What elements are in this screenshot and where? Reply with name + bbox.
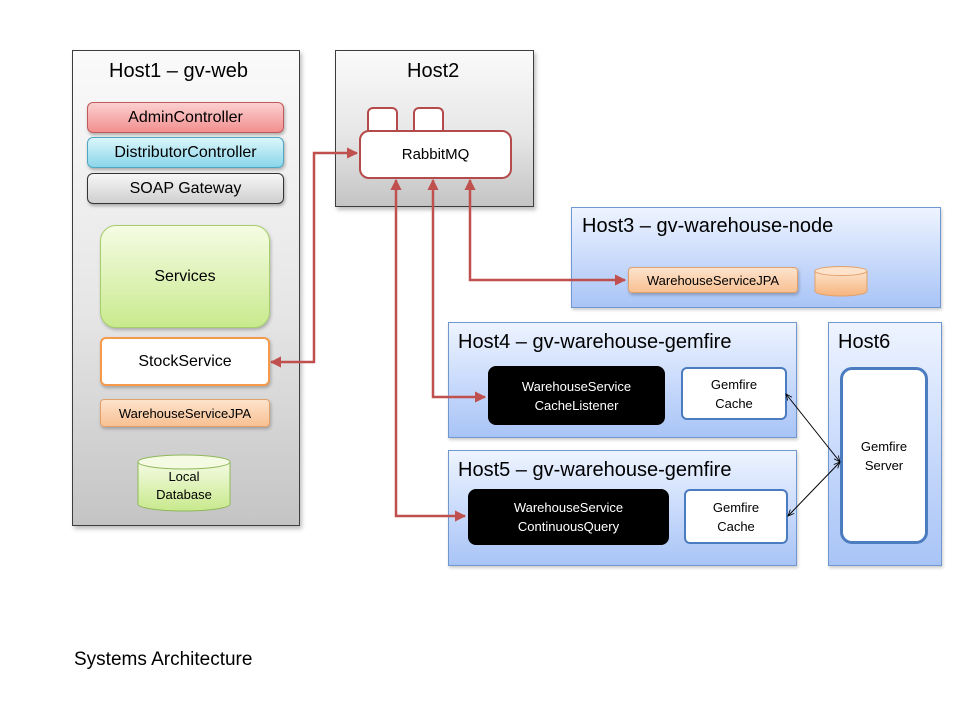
host4-cache-line2: Cache <box>715 395 753 411</box>
gemfire-server-line2: Server <box>864 457 904 473</box>
host4-cache-line1: Gemfire <box>710 376 758 392</box>
distributor-controller-box[interactable]: DistributorController <box>87 137 284 168</box>
connector-rabbitmq-host3 <box>464 178 627 286</box>
host6-panel: Host6 Gemfire Server <box>828 322 942 566</box>
stock-service-box[interactable]: StockService <box>100 337 270 386</box>
gemfire-server-box[interactable]: Gemfire Server <box>840 367 928 544</box>
continuous-query-line2: ContinuousQuery <box>517 519 620 534</box>
host3-panel: Host3 – gv-warehouse-node WarehouseServi… <box>571 207 941 308</box>
host6-title: Host6 <box>838 331 891 353</box>
host3-database-icon[interactable] <box>814 266 870 298</box>
host5-panel: Host5 – gv-warehouse-gemfire WarehouseSe… <box>448 450 797 566</box>
host1-title: Host1 – gv-web <box>109 60 248 82</box>
admin-controller-box[interactable]: AdminController <box>87 102 284 133</box>
link-host5-cache-server <box>788 462 840 516</box>
local-database-label: Local Database <box>136 468 232 504</box>
local-database-label-line2: Database <box>156 487 212 502</box>
rabbitmq-tab-left <box>367 107 398 132</box>
connector-stock-rabbitmq <box>269 147 359 368</box>
diagram-caption: Systems Architecture <box>74 649 253 670</box>
services-box[interactable]: Services <box>100 225 270 328</box>
host4-panel: Host4 – gv-warehouse-gemfire WarehouseSe… <box>448 322 797 438</box>
gemfire-server-line1: Gemfire <box>860 438 908 454</box>
host5-cache-line2: Cache <box>717 518 755 534</box>
host3-title: Host3 – gv-warehouse-node <box>582 215 834 237</box>
host5-title: Host5 – gv-warehouse-gemfire <box>458 459 732 481</box>
local-database-icon[interactable] <box>136 454 236 514</box>
link-host4-cache-server <box>786 394 840 462</box>
soap-gateway-box[interactable]: SOAP Gateway <box>87 173 284 204</box>
cache-listener-line1: WarehouseService <box>521 378 632 394</box>
host1-panel: Host1 – gv-web AdminController Distribut… <box>72 50 300 526</box>
warehouse-service-jpa-box[interactable]: WarehouseServiceJPA <box>100 399 270 427</box>
connector-rabbitmq-host5 <box>390 178 467 522</box>
warehouse-service-cache-listener-box[interactable]: WarehouseService CacheListener <box>488 366 665 425</box>
host5-gemfire-cache-box[interactable]: Gemfire Cache <box>684 489 788 544</box>
host2-title: Host2 <box>407 60 460 82</box>
cache-listener-line2: CacheListener <box>534 397 619 413</box>
host3-warehouse-service-jpa-box[interactable]: WarehouseServiceJPA <box>628 267 798 293</box>
local-database-label-line1: Local <box>168 469 200 484</box>
rabbitmq-box[interactable]: RabbitMQ <box>359 130 512 179</box>
continuous-query-line1: WarehouseService <box>513 500 624 515</box>
rabbitmq-tab-right <box>413 107 444 132</box>
host5-cache-line1: Gemfire <box>712 499 760 515</box>
host4-title: Host4 – gv-warehouse-gemfire <box>458 331 732 353</box>
warehouse-service-continuous-query-box[interactable]: WarehouseService ContinuousQuery <box>468 489 669 545</box>
connector-rabbitmq-host4 <box>427 178 487 403</box>
